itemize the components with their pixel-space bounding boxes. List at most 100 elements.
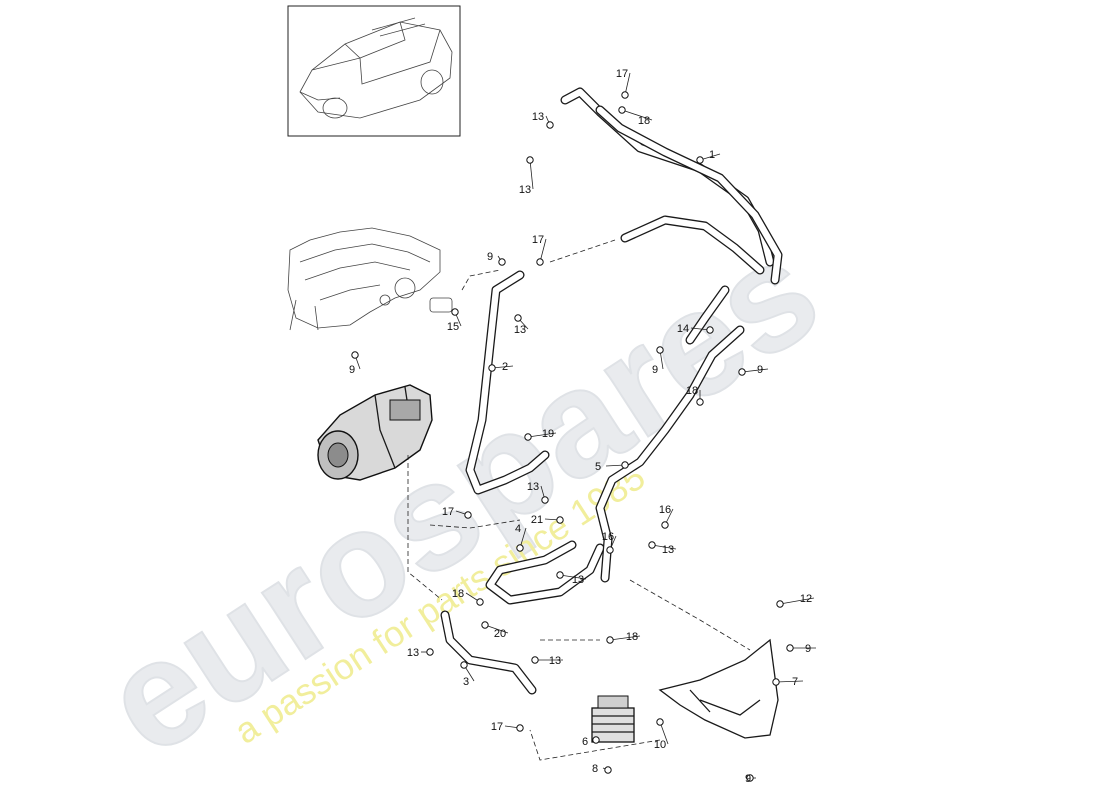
callout-label: 9 [487,251,493,263]
callout-leader [775,680,804,683]
fastener-icon [746,774,754,782]
callout-label: 13 [407,647,419,659]
callout-label: 17 [442,506,454,518]
callout-label: 9 [805,643,811,655]
callout-label: 9 [757,364,763,376]
callout-label: 15 [447,321,459,333]
fastener-icon [451,308,459,316]
callout-label: 4 [515,523,521,535]
watermark: eurospares a passion for parts since 198… [75,204,847,787]
fastener-icon [556,571,564,579]
fastener-icon [621,91,629,99]
callout-label: 5 [595,461,601,473]
callout-leader [779,597,815,605]
callout-label: 17 [616,68,628,80]
callout-leader [484,624,509,634]
hose-3 [440,610,537,695]
callout-label: 14 [677,323,689,335]
fastener-icon [514,314,522,322]
fastener-icon [351,351,359,359]
hose-1 [560,87,783,285]
callout-leader [659,721,669,745]
fastener-icon [516,724,524,732]
hose-5 [595,285,745,583]
fastener-icon [738,368,746,376]
callout-label: 18 [686,385,698,397]
callout-label: 18 [638,115,650,127]
fastener-icon [661,521,669,529]
fastener-icon [621,461,629,469]
fastener-icon [556,516,564,524]
ac-compressor [317,384,433,481]
fastener-icon [656,346,664,354]
callout-label: 12 [800,593,812,605]
callout-label: 13 [662,544,674,556]
suv-icon [299,17,453,119]
callout-label: 17 [532,234,544,246]
hose-4 [485,540,605,605]
callout-label: 17 [491,721,503,733]
callout-label: 3 [463,676,469,688]
callout-label: 13 [572,574,584,586]
fastener-icon [604,766,612,774]
callout-label: 16 [659,504,671,516]
callout-leader [559,574,587,580]
callout-leader [621,109,653,121]
fastener-icon [488,364,496,372]
callout-label: 21 [531,514,543,526]
fastener-icon [706,326,714,334]
fastener-icon [786,644,794,652]
fastener-icon [531,656,539,664]
callout-leader [539,238,547,263]
callout-label: 16 [602,531,614,543]
callout-label: 7 [792,676,798,688]
callout-label: 13 [549,655,561,667]
vehicle-thumbnail [287,5,461,137]
callout-label: 9 [652,364,658,376]
callout-leader [651,544,677,550]
hose-2 [465,270,550,495]
callout-leader [529,159,534,190]
fastener-icon [426,648,434,656]
fastener-icon [696,398,704,406]
fastener-icon [481,621,489,629]
callout-label: 13 [514,324,526,336]
fastener-icon [618,106,626,114]
fastener-icon [476,598,484,606]
fastener-icon [772,678,780,686]
callout-label: 9 [349,364,355,376]
fastener-icon [464,511,472,519]
fastener-icon [696,156,704,164]
callout-label: 1 [709,149,715,161]
fastener-icon [648,541,656,549]
fastener-icon [460,661,468,669]
callout-label: 20 [494,628,506,640]
watermark-brand: eurospares [76,205,846,786]
callout-leader [527,432,557,438]
callout-label: 19 [542,428,554,440]
callout-label: 18 [626,631,638,643]
fastener-icon [606,546,614,554]
callout-leader [741,368,769,373]
callout-label: 2 [502,361,508,373]
callout-leader [609,635,641,641]
fastener-icon [526,156,534,164]
fastener-icon [498,258,506,266]
fastener-icon [516,544,524,552]
fastener-icon [524,433,532,441]
fastener-icon [606,636,614,644]
callout-label: 6 [582,736,588,748]
engine-sketch [287,227,453,331]
fastener-icon [592,736,600,744]
callout-label: 18 [452,588,464,600]
callout-label: 13 [519,184,531,196]
fastener-icon [776,600,784,608]
callout-leader [624,72,631,96]
fastener-icon [656,718,664,726]
oil-cooler [591,695,635,743]
fastener-icon [546,121,554,129]
fastener-icon [541,496,549,504]
bracket [658,638,779,739]
